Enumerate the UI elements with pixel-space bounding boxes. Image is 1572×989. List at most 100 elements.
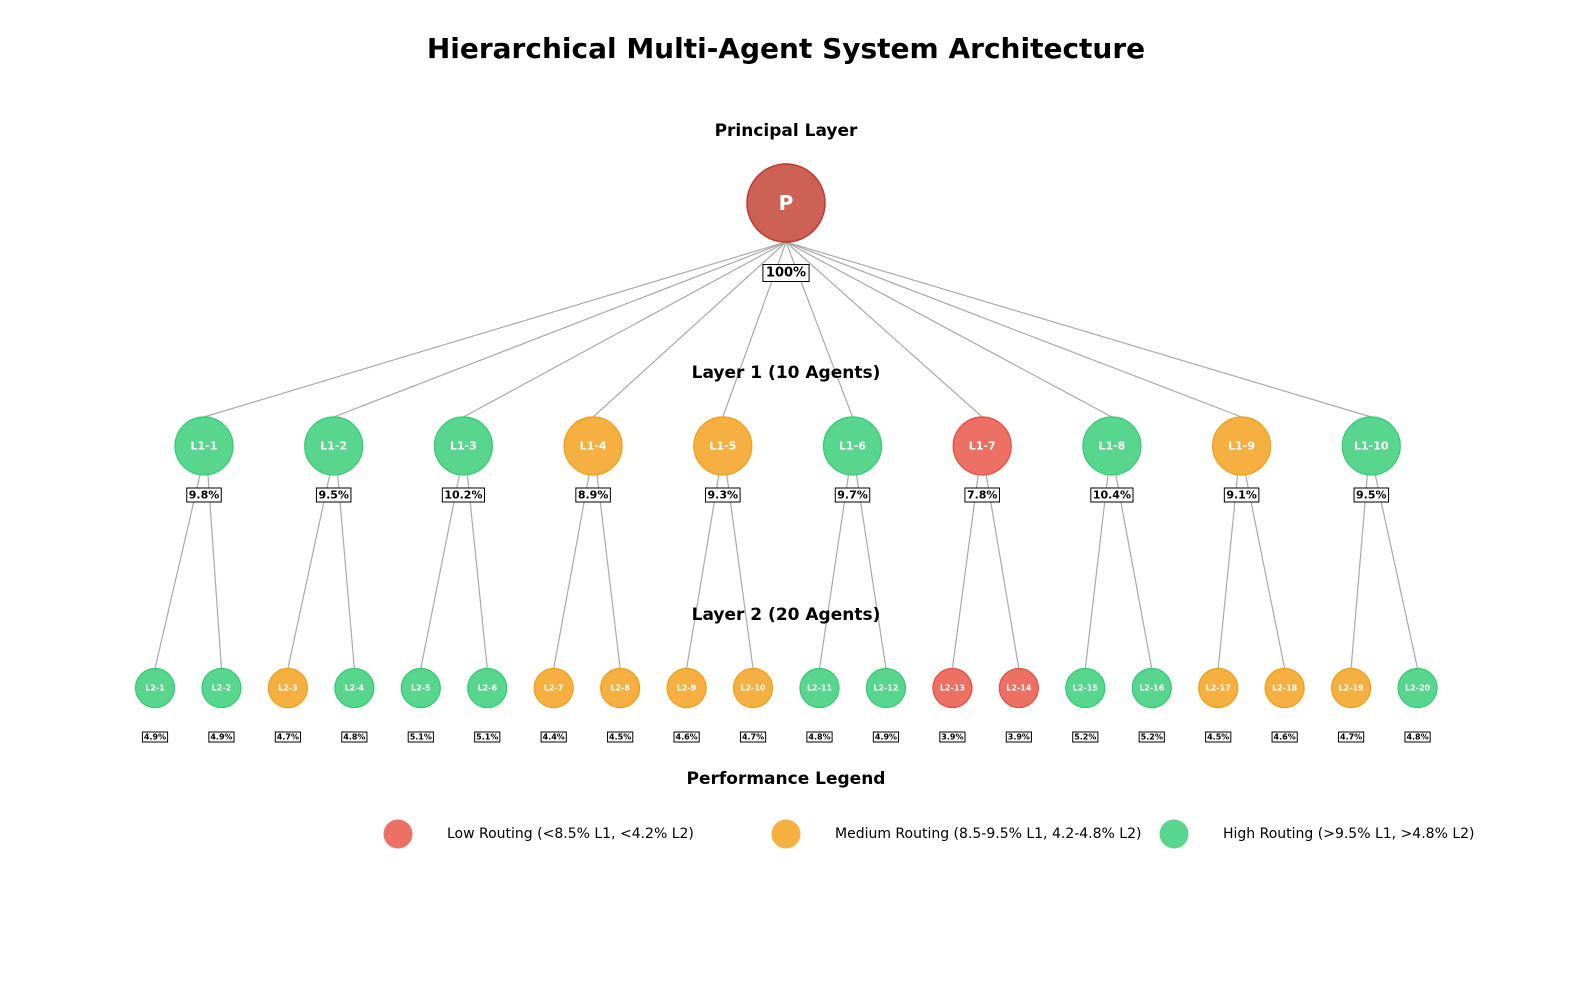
layer2-agent-percentage-box (1271, 731, 1298, 743)
layer1-agent-node: L1-8 (1082, 416, 1142, 476)
layer1-agent-node: L1-4 (563, 416, 623, 476)
layer2-agent-node: L2-3 (267, 667, 308, 709)
layer2-agent-percentage-box (141, 731, 169, 743)
layer2-agent-node: L2-20 (1397, 667, 1438, 709)
layer2-agent-percentage-text: 4.4% (543, 733, 565, 742)
layer2-agent-label: L2-11 (807, 684, 833, 693)
layer2-agent-percentage-box (673, 731, 700, 743)
layer2-agent-percentage-text: 4.9% (210, 733, 232, 742)
layer2-agent-percentage-text: 5.1% (410, 733, 432, 742)
layer2-agent-percentage-box (939, 731, 966, 743)
layer2-agent-percentage-box (540, 731, 567, 743)
layer2-agent-node: L2-18 (1264, 667, 1305, 709)
legend-swatch-medium (771, 819, 801, 849)
edge-l1-l2-2 (207, 474, 223, 669)
layer2-agent-label: L2-15 (1073, 684, 1099, 693)
layer2-agent-label: L2-12 (873, 684, 898, 693)
layer2-agent-node: L2-6 (467, 667, 508, 709)
layer2-agent-percentage: 3.9% (1005, 731, 1032, 743)
layer2-agent-circle (865, 667, 907, 709)
layer1-agent-percentage: 9.8% (186, 487, 222, 503)
legend-label-high: High Routing (>9.5% L1, >4.8% L2) (1223, 826, 1475, 842)
layer2-agent-percentage: 4.8% (806, 731, 833, 743)
layer2-agent-percentage-box (407, 731, 434, 743)
layer2-agent-circle (932, 667, 973, 709)
layer1-agent-circle (952, 416, 1012, 476)
layer2-agent-circle (666, 667, 707, 709)
layer1-agent-percentage: 9.5% (315, 487, 352, 503)
legend-label-low: Low Routing (<8.5% L1, <4.2% L2) (447, 826, 694, 842)
layer2-agent-percentage-text: 4.7% (1340, 733, 1362, 742)
layer2-agent-percentage-text: 4.8% (808, 733, 830, 742)
layer2-agent-label: L2-8 (610, 684, 630, 693)
layer2-agent-circle (201, 667, 242, 709)
layer2-agent-node: L2-1 (134, 667, 176, 709)
edge-principal-l1-8 (785, 241, 1113, 418)
layer1-agent-circle (693, 416, 753, 476)
layer1-agent-circle (1211, 416, 1272, 476)
layer1-agent-node: L1-7 (952, 416, 1012, 476)
layer2-agent-percentage-box (208, 731, 235, 743)
principal-percentage-text: 100% (766, 266, 806, 281)
layer2-agent-label: L2-14 (1006, 684, 1032, 693)
layer2-agent-circle (732, 667, 774, 709)
layer1-agent-node: L1-3 (433, 416, 493, 476)
layer1-agent-label: L1-3 (450, 440, 477, 453)
layer2-agent-percentage-text: 4.6% (676, 733, 698, 742)
principal-percentage: 100% (762, 264, 810, 282)
layer2-agent-node: L2-4 (334, 667, 375, 709)
edge-l1-l2-4 (337, 474, 355, 669)
layer1-agent-percentage: 9.5% (1353, 487, 1390, 503)
layer1-agent-label: L1-6 (839, 440, 866, 453)
layer2-agent-percentage-text: 5.2% (1141, 733, 1163, 742)
layer1-agent-label: L1-4 (580, 440, 607, 453)
edge-l1-l2-12 (855, 474, 887, 669)
layer2-agent-node: L2-10 (732, 667, 774, 709)
layer1-agent-node: L1-6 (822, 416, 883, 476)
layer1-agent-circle (433, 416, 493, 476)
layer2-agent-percentage: 4.6% (673, 731, 700, 743)
layer1-agent-percentage-text: 9.7% (837, 489, 868, 502)
layer2-agent-percentage: 4.9% (141, 731, 169, 743)
legend-swatch-low (383, 819, 413, 849)
legend-item-medium: Medium Routing (8.5-9.5% L1, 4.2-4.8% L2… (771, 819, 1141, 849)
edge-principal-l1-2 (333, 241, 787, 418)
layer2-agent-percentage-text: 4.6% (1274, 733, 1296, 742)
layer2-agent-percentage: 4.8% (341, 731, 368, 743)
agent-nodes: P100%L1-19.8%L1-29.5%L1-310.2%L1-48.9%L1… (134, 163, 1438, 743)
layer2-agent-circle (400, 667, 441, 709)
edge-principal-l1-3 (463, 241, 787, 418)
layer2-agent-percentage-text: 4.5% (1207, 733, 1229, 742)
layer2-agent-label: L2-19 (1339, 684, 1365, 693)
layer2-agent-percentage: 5.2% (1138, 731, 1165, 743)
layer2-agent-percentage-text: 4.8% (343, 733, 365, 742)
diagram-title: Hierarchical Multi-Agent System Architec… (427, 32, 1145, 65)
layer1-agent-percentage-text: 7.8% (967, 489, 998, 502)
layer2-agent-node: L2-2 (201, 667, 242, 709)
layer1-agent-percentage: 9.3% (705, 487, 741, 503)
layer1-title: Layer 1 (10 Agents) (692, 363, 881, 383)
layer2-agent-label: L2-7 (544, 684, 564, 693)
layer2-agent-node: L2-7 (533, 667, 574, 709)
layer1-agent-circle (1341, 416, 1401, 476)
layer1-agent-percentage: 10.4% (1090, 487, 1134, 503)
principal-percentage-box (762, 264, 810, 282)
layer1-agent-label: L1-8 (1098, 440, 1125, 453)
layer1-agent-label: L1-7 (969, 440, 996, 453)
layer2-agent-label: L2-20 (1405, 684, 1431, 693)
layer2-agent-label: L2-2 (212, 684, 232, 693)
layer1-agent-node: L1-2 (304, 416, 364, 476)
layer2-agent-percentage: 4.9% (872, 731, 900, 743)
legend-item-high: High Routing (>9.5% L1, >4.8% L2) (1159, 819, 1475, 849)
edge-l1-l2-17 (1217, 474, 1239, 669)
layer1-agent-percentage-box (1223, 487, 1260, 503)
layer2-agent-label: L2-18 (1272, 684, 1298, 693)
layer1-agent-node: L1-1 (174, 416, 234, 476)
layer2-agent-node: L2-14 (998, 667, 1039, 709)
layer1-agent-circle (174, 416, 234, 476)
principal-node: P (746, 163, 826, 243)
layer1-agent-circle (563, 416, 623, 476)
layer1-agent-percentage-text: 10.2% (444, 489, 482, 502)
layer2-agent-percentage: 4.9% (208, 731, 235, 743)
layer2-agent-circle (1397, 667, 1438, 709)
